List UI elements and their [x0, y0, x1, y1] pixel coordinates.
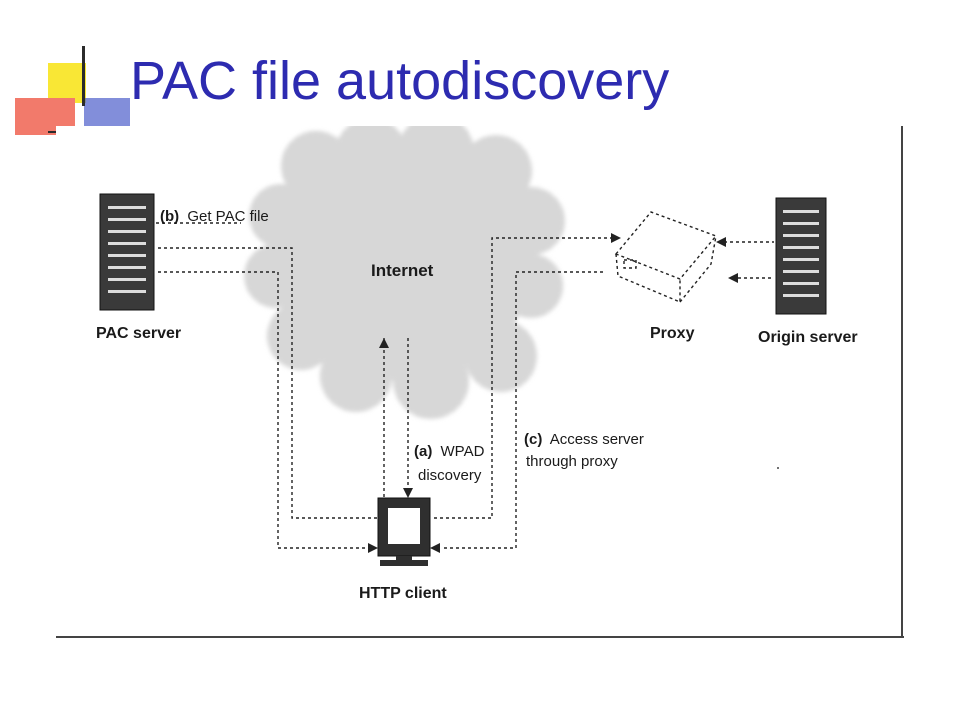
- step-b-label: (b) Get PAC file: [160, 208, 269, 225]
- internet-cloud: Internet: [244, 126, 565, 419]
- origin-server-icon: [775, 197, 827, 315]
- pac-server-label: PAC server: [96, 325, 181, 342]
- slide-title: PAC file autodiscovery: [130, 51, 670, 111]
- step-a-path: [379, 338, 413, 498]
- step-c-label-line2: through proxy: [526, 453, 618, 470]
- diagram-svg: Internet PAC server: [56, 126, 904, 638]
- pac-server-icon: [99, 193, 155, 311]
- decor-horizontal-line: [48, 131, 56, 133]
- diagram-image: Internet PAC server: [56, 126, 906, 640]
- http-client-icon: [377, 497, 431, 566]
- proxy-label: Proxy: [650, 325, 695, 342]
- origin-server-label: Origin server: [758, 329, 858, 346]
- step-c-label-line1: (c) Access server: [524, 431, 644, 448]
- step-c-path: [430, 233, 779, 553]
- decor-vertical-line: [82, 46, 85, 106]
- step-b-path: [156, 222, 378, 553]
- step-a-label-line1: (a) WPAD: [414, 443, 485, 460]
- proxy-box-icon: [614, 211, 718, 304]
- step-a-label-line2: discovery: [418, 467, 482, 484]
- http-client-label: HTTP client: [359, 585, 447, 602]
- decor-yellow-square: [48, 63, 86, 103]
- internet-label: Internet: [371, 261, 434, 280]
